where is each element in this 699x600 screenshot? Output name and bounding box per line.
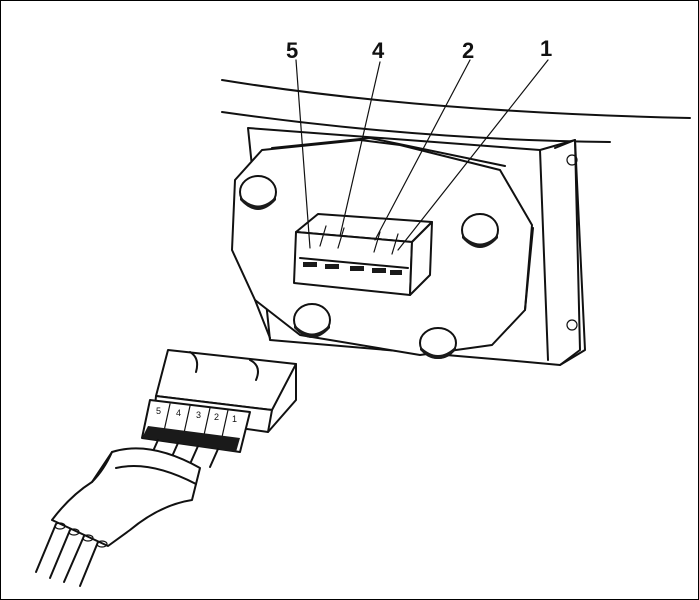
callout-4: 4 <box>372 38 385 63</box>
socket-pin-3 <box>350 266 364 271</box>
socket-pin-1 <box>390 270 402 275</box>
plug-pin-label-3: 3 <box>196 410 201 420</box>
harness-wires <box>149 439 219 468</box>
bracket-hole-top <box>566 154 578 166</box>
housing-curves <box>221 79 691 143</box>
callout-1: 1 <box>540 36 552 61</box>
bracket-hole-bottom <box>566 319 578 331</box>
socket-pin-5 <box>303 262 317 267</box>
socket-pin-4 <box>325 264 339 269</box>
callout-2: 2 <box>462 38 474 63</box>
bolt-top-right <box>461 213 499 248</box>
socket-pin-2 <box>372 268 386 273</box>
plug-pin-label-4: 4 <box>176 408 181 418</box>
plug-pin-label-5: 5 <box>156 406 161 416</box>
plug-pin-label-1: 1 <box>232 414 237 424</box>
bolt-top-left <box>239 175 277 210</box>
callout-5: 5 <box>286 38 298 63</box>
plug-pin-label-2: 2 <box>214 412 219 422</box>
callout-leaders <box>295 59 549 251</box>
harness-cables <box>35 522 108 587</box>
sensor-socket <box>293 213 433 296</box>
bolt-bottom-left <box>293 303 331 338</box>
bolt-bottom-right <box>419 327 457 359</box>
harness-boot <box>51 447 201 547</box>
harness-plug: 5 4 3 2 1 <box>141 349 297 453</box>
